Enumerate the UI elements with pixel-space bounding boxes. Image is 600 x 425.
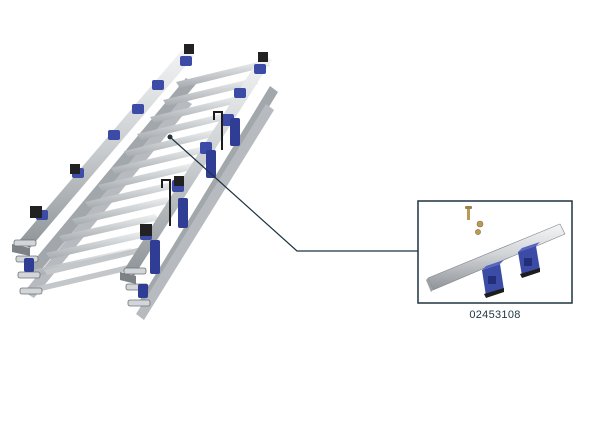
ladder-rails-top	[12, 50, 272, 284]
ladder-end-caps	[30, 44, 268, 236]
rail-mount-kit-illustration	[426, 206, 566, 298]
ladder-rungs	[30, 60, 270, 293]
mount-bolts	[465, 206, 484, 235]
right-clamp	[518, 242, 540, 278]
left-clamp	[482, 260, 504, 298]
rack-hooks	[161, 111, 223, 226]
part-number-label: 02453108	[469, 309, 521, 321]
rail-ends	[13, 239, 151, 307]
aluminium-bar	[427, 223, 566, 291]
callout-line	[169, 136, 418, 252]
stacked-ladders-illustration	[12, 44, 278, 320]
